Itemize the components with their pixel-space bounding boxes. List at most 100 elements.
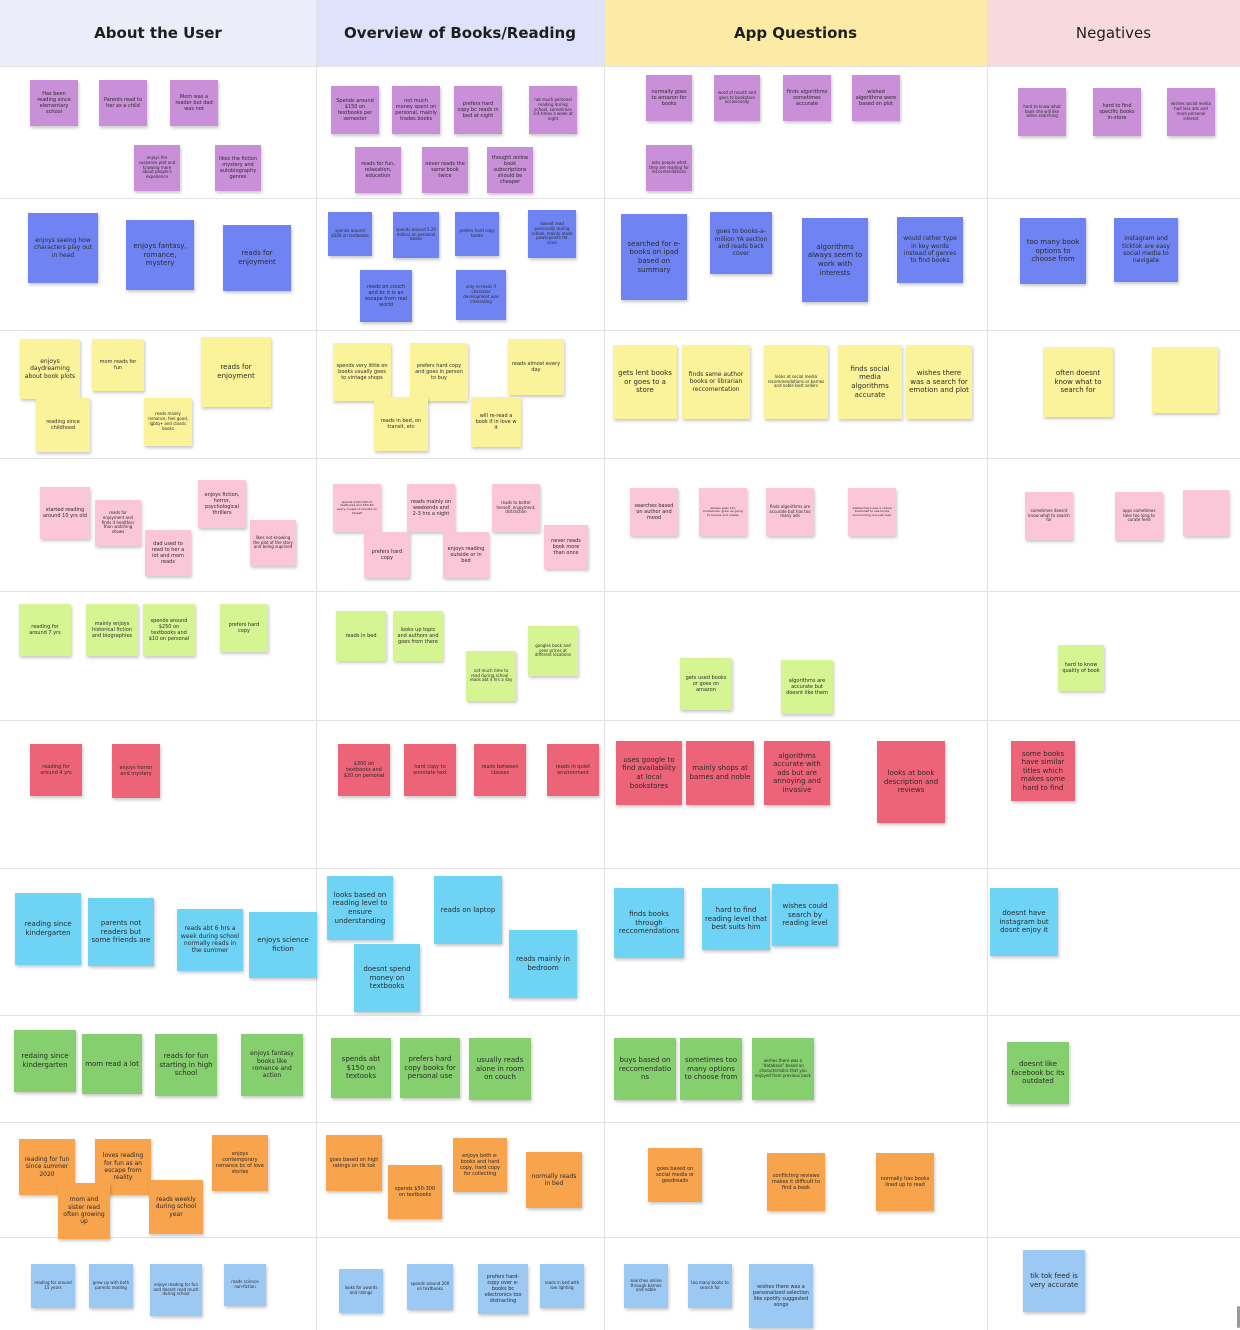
column-header-about-user[interactable]: About the User: [0, 0, 316, 66]
sticky-note[interactable]: Has been reading since elementary school: [30, 80, 78, 126]
sticky-note[interactable]: too many book options to choose from: [1020, 218, 1086, 284]
sticky-note[interactable]: spends very little on books usually goes…: [333, 343, 391, 401]
sticky-note[interactable]: wishes there was a "database" based on c…: [752, 1038, 814, 1100]
sticky-note[interactable]: prefers hard copy: [220, 604, 268, 652]
sticky-note[interactable]: never reads the same book twice: [422, 147, 468, 193]
sticky-note[interactable]: wishes there was a virtual bookshelf to …: [848, 488, 896, 536]
sticky-note[interactable]: looks at social media recommendations or…: [764, 345, 828, 419]
sticky-note[interactable]: sometimes doesnt know what to search for: [1025, 492, 1073, 540]
sticky-note[interactable]: prefers hard copy: [364, 532, 410, 578]
sticky-note[interactable]: spends around $250 on textbooks and $10 …: [143, 604, 195, 656]
sticky-note[interactable]: not much personal reading during school,…: [529, 86, 577, 134]
sticky-note[interactable]: some books have similar titles which mak…: [1011, 741, 1075, 801]
sticky-note[interactable]: doesnt read personally during school, ma…: [528, 210, 576, 258]
sticky-note[interactable]: hard to know what book she will like whe…: [1018, 88, 1066, 136]
sticky-note[interactable]: searched for e-books on ipad based on su…: [621, 214, 687, 300]
sticky-note[interactable]: hard to find specific books in-store: [1093, 88, 1141, 136]
sticky-note[interactable]: enjoys fiction, horror, psychological th…: [198, 480, 246, 528]
sticky-note[interactable]: looks based on reading level to ensure u…: [327, 876, 393, 940]
sticky-note[interactable]: started reading around 10 yrs old: [40, 487, 90, 539]
sticky-note[interactable]: mom reads for fun: [92, 339, 144, 391]
sticky-note[interactable]: redaing since kindergarten: [14, 1030, 76, 1092]
sticky-note[interactable]: hard to find reading level that best sui…: [702, 888, 770, 950]
sticky-note[interactable]: sometimes too many options to choose fro…: [680, 1038, 742, 1100]
sticky-note[interactable]: gets lent books or goes to a store: [613, 345, 677, 419]
sticky-note[interactable]: [1183, 490, 1229, 536]
sticky-note[interactable]: usually reads alone in room on couch: [469, 1038, 531, 1100]
sticky-note[interactable]: never reads book more than once: [544, 525, 588, 569]
sticky-note[interactable]: wishes there was a personalized selectio…: [749, 1264, 813, 1328]
sticky-note[interactable]: reads in bed with low lighting: [540, 1264, 584, 1308]
sticky-note[interactable]: reads in bed: [336, 611, 386, 661]
sticky-note[interactable]: wishes there was a search for emotion an…: [906, 345, 972, 419]
sticky-note[interactable]: asks people what they are reading for re…: [646, 145, 692, 191]
sticky-note[interactable]: prefers hard copy books: [455, 212, 499, 256]
sticky-note[interactable]: apps sometimes take too long to curate f…: [1115, 492, 1163, 540]
sticky-note[interactable]: reads science non-fiction: [224, 1264, 266, 1306]
sticky-note[interactable]: enjoys reading for fun and doesnt read m…: [150, 1264, 202, 1316]
sticky-note[interactable]: uses google to find availability at loca…: [616, 741, 682, 805]
sticky-note[interactable]: prefers hard copy books for personal use: [400, 1038, 460, 1098]
sticky-note[interactable]: reading since childhood: [36, 398, 90, 452]
sticky-note[interactable]: mom and sister read often growing up: [58, 1183, 110, 1239]
sticky-note[interactable]: looks for awards and ratings: [339, 1269, 383, 1313]
sticky-note[interactable]: reads weekly during school year: [149, 1180, 203, 1234]
sticky-note[interactable]: finds social media algorithms accurate: [838, 345, 902, 419]
sticky-note[interactable]: mainly enjoys historical fiction and bio…: [86, 604, 138, 656]
sticky-note[interactable]: finds algorithms are accurate but has to…: [766, 488, 814, 536]
column-header-negatives[interactable]: Negatives: [987, 0, 1240, 66]
sticky-note[interactable]: [1152, 347, 1218, 413]
sticky-note[interactable]: finds algorithms sometimes accurate: [783, 75, 831, 121]
sticky-note[interactable]: mainly shops at barnes and noble: [686, 741, 754, 805]
sticky-note[interactable]: prefers hard-copy over e-books bc electr…: [478, 1264, 528, 1314]
sticky-note[interactable]: only re-reads if character development w…: [456, 270, 506, 320]
sticky-note[interactable]: Parents read to her as a child: [99, 80, 147, 126]
sticky-note[interactable]: looks up topic and authors and goes from…: [393, 611, 443, 661]
sticky-note[interactable]: mom read a lot: [82, 1034, 142, 1094]
sticky-note[interactable]: doesnt have instagram but dosnt enjoy it: [990, 888, 1058, 956]
sticky-note[interactable]: reads almost every day: [508, 339, 564, 395]
sticky-note[interactable]: reads for enjoyment and finds it healthi…: [95, 500, 141, 546]
sticky-note[interactable]: $300 on textbooks and $20 on personal: [338, 744, 390, 796]
column-header-overview-books[interactable]: Overview of Books/Reading: [316, 0, 604, 66]
sticky-note[interactable]: enjoys fantasy, romance, mystery: [126, 220, 194, 290]
sticky-note[interactable]: reads mainly romance, feel good, lgbtq+ …: [144, 398, 192, 446]
column-header-app-questions[interactable]: App Questions: [604, 0, 987, 66]
sticky-note[interactable]: parents not readers but some friends are: [88, 898, 154, 966]
sticky-note[interactable]: reading since kindergarten: [15, 893, 81, 965]
sticky-note[interactable]: enjoys seeing how characters play out in…: [28, 213, 98, 283]
sticky-note[interactable]: normally has books lined up to read: [876, 1153, 934, 1211]
sticky-note[interactable]: enjoys contemporary romance bc of love s…: [212, 1135, 268, 1191]
sticky-note[interactable]: prefers hard copy and goes in person to …: [410, 343, 468, 401]
sticky-note[interactable]: spends around 200 on textbooks: [407, 1264, 453, 1310]
sticky-note[interactable]: not much money spent on personal, mainly…: [392, 86, 440, 134]
sticky-note[interactable]: always goes into bookstores, grew up goi…: [699, 488, 747, 536]
sticky-note[interactable]: searches online through barnes and noble: [624, 1264, 668, 1308]
sticky-note[interactable]: hard copy to annotate text: [404, 744, 456, 796]
sticky-note[interactable]: googles book and sees prices at differen…: [528, 626, 578, 676]
sticky-note[interactable]: not much time to read during school - re…: [466, 651, 516, 701]
sticky-note[interactable]: reads for fun starting in high school: [155, 1034, 217, 1096]
sticky-note[interactable]: would rather type in key words instead o…: [897, 217, 963, 283]
sticky-note[interactable]: goes based on social media or goodreads: [648, 1148, 702, 1202]
sticky-note[interactable]: enjoys reading outside or in bed: [443, 532, 489, 578]
sticky-note[interactable]: reads to better herself, enjoyment, dist…: [492, 484, 540, 532]
sticky-note[interactable]: enjoys daydreaming about book plots: [20, 339, 80, 399]
sticky-note[interactable]: spends abt $150 on textooks: [331, 1038, 391, 1098]
sticky-note[interactable]: too many books to search for: [688, 1264, 732, 1308]
sticky-note[interactable]: prefers hard copy bc reads in bed at nig…: [454, 86, 502, 134]
sticky-note[interactable]: spends $100-200 on textbooks and $50-80 …: [333, 484, 381, 532]
sticky-note[interactable]: reads mainly in bedroom: [509, 930, 577, 998]
sticky-note[interactable]: enjoys both e-books and hard copy, hard …: [453, 1138, 507, 1192]
sticky-note[interactable]: doesnt spend money on textbooks: [354, 944, 420, 1012]
sticky-note[interactable]: enjoys fantasy books like romance and ac…: [241, 1034, 303, 1096]
sticky-note[interactable]: will re-read a book if in love w it: [471, 397, 521, 447]
sticky-note[interactable]: algorithms accurate with ads but are ann…: [764, 741, 830, 805]
sticky-note[interactable]: algorithms are accurate but doesnt like …: [781, 660, 833, 714]
sticky-note[interactable]: reading for around 7 yrs: [19, 604, 71, 656]
sticky-note[interactable]: likes not knowing the plot of the story …: [250, 520, 296, 566]
scrollbar-thumb[interactable]: [1237, 1306, 1240, 1328]
sticky-note[interactable]: reads for enjoyment: [201, 337, 271, 407]
sticky-note[interactable]: normally reads in bed: [526, 1152, 582, 1208]
sticky-note[interactable]: word of mouth and goes to bookstore occa…: [714, 75, 760, 121]
